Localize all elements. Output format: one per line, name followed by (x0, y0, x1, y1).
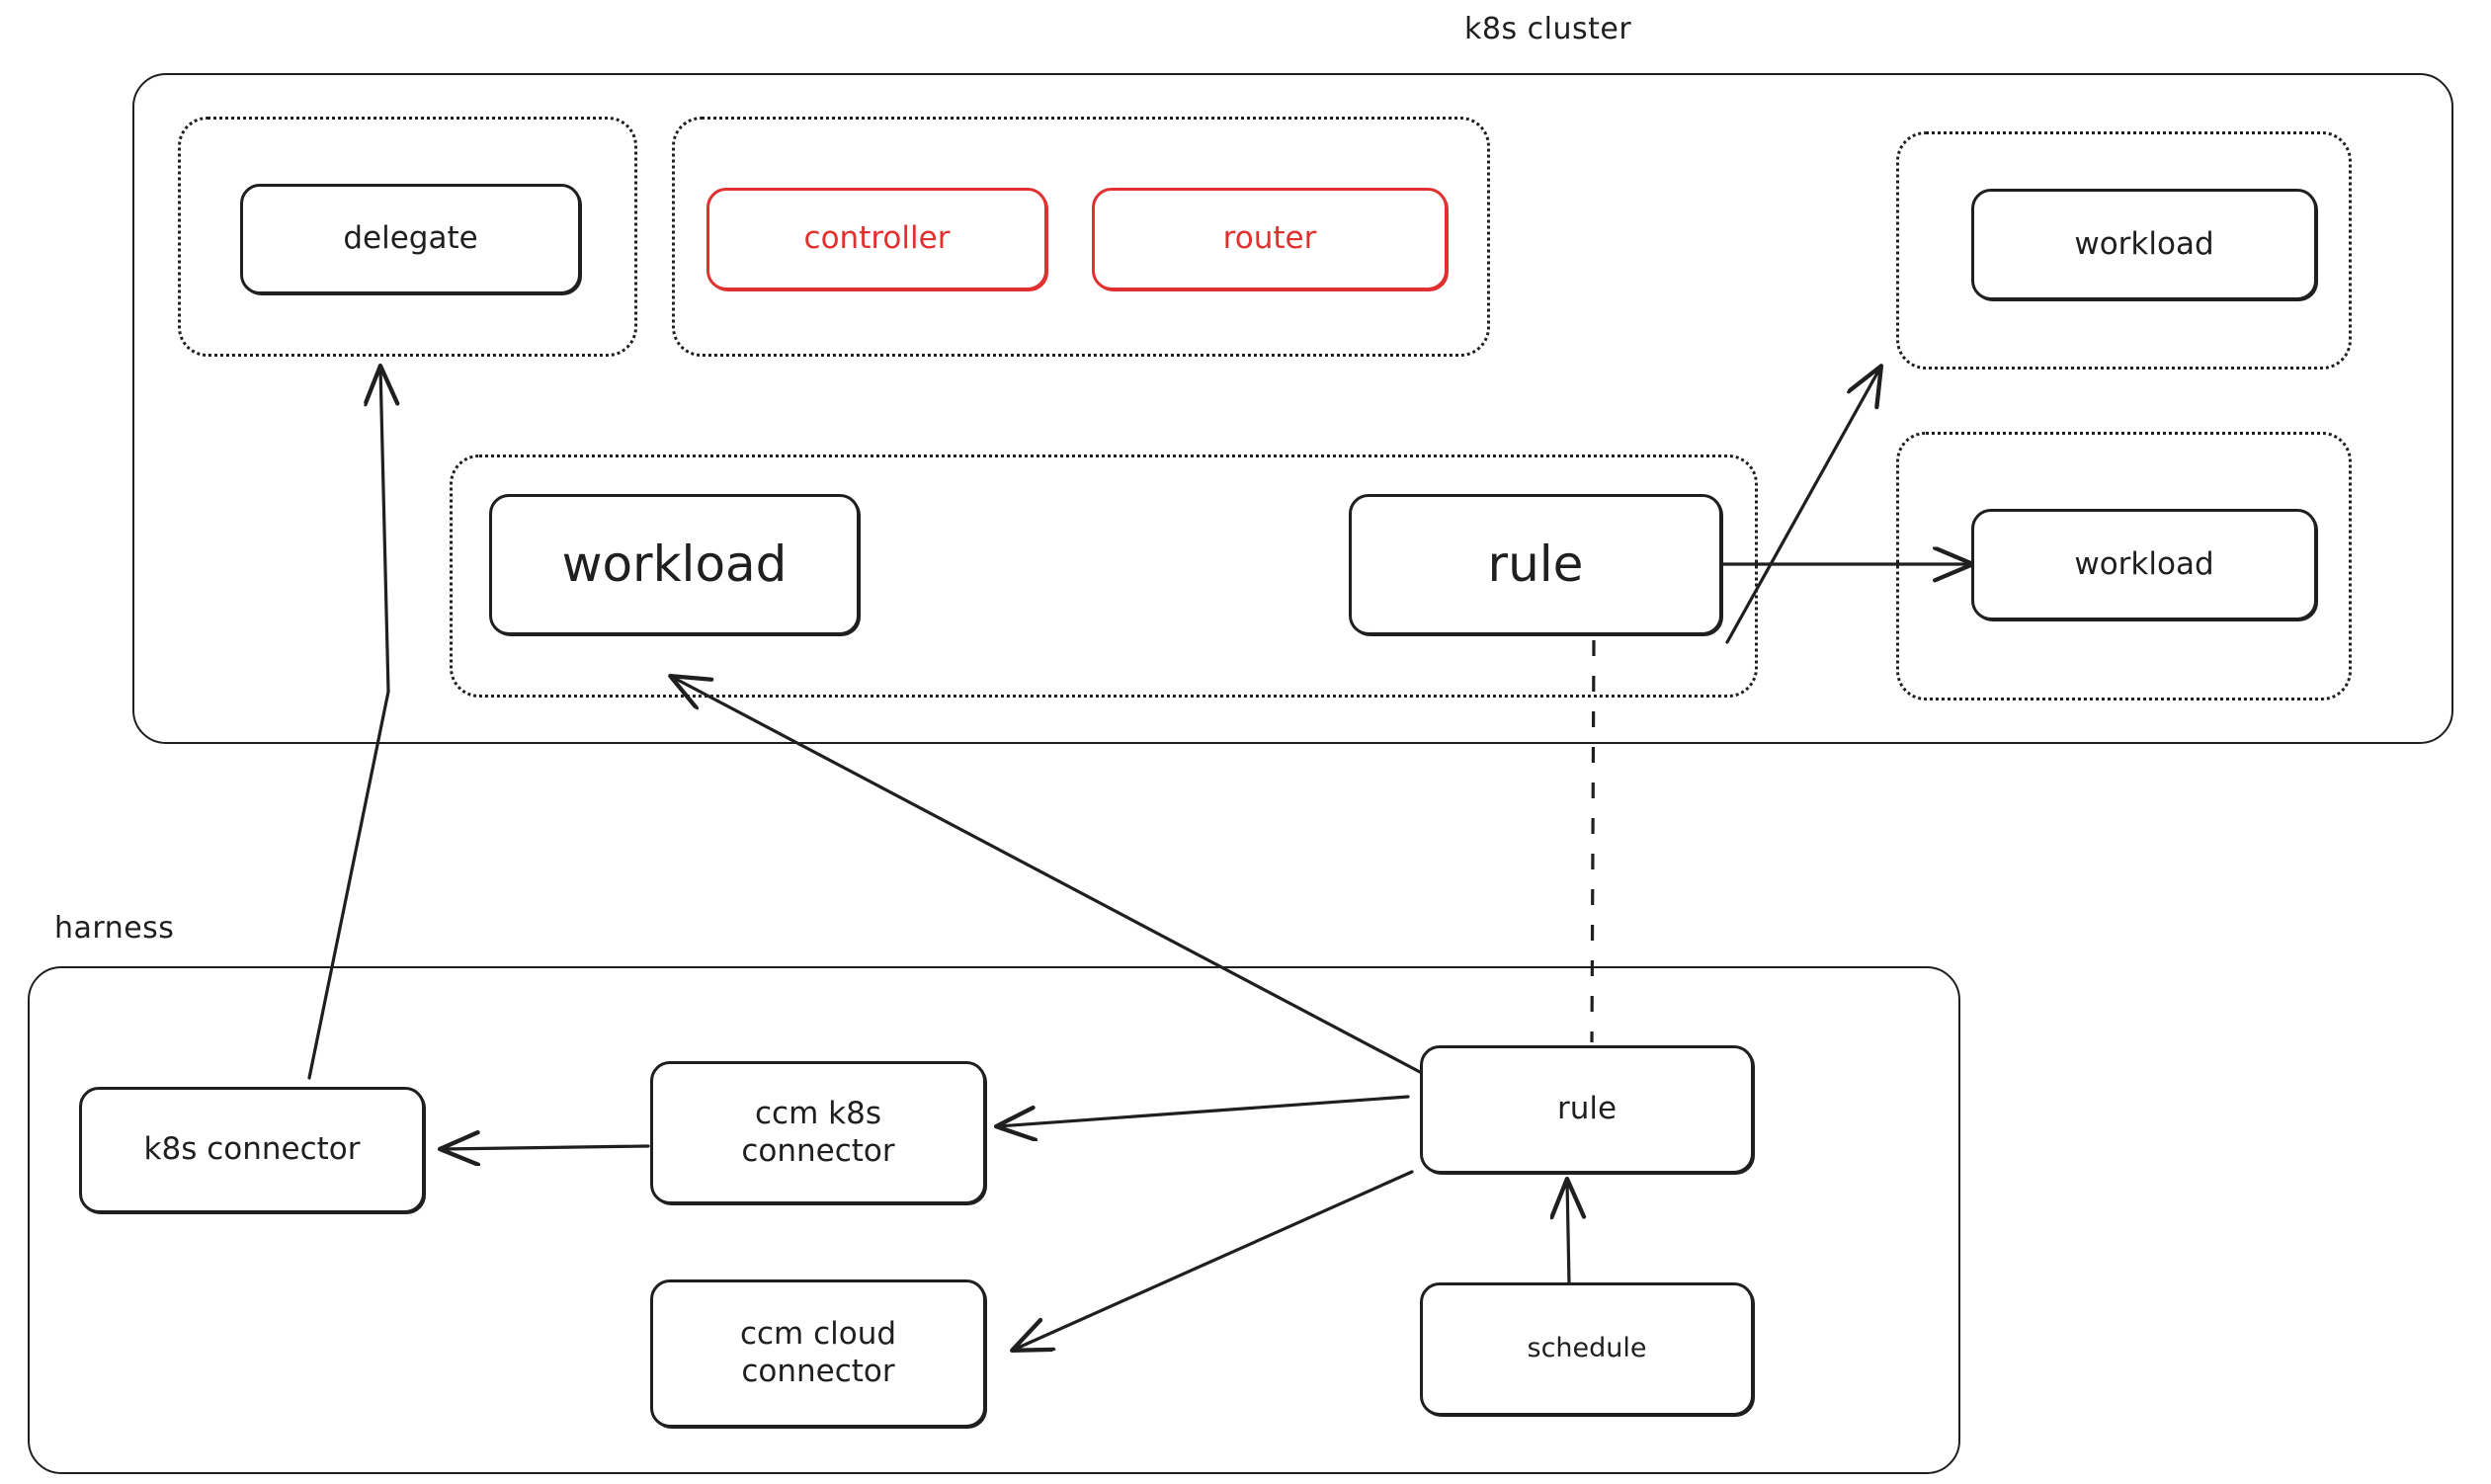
edge-k8sconnector-to-delegate (307, 368, 388, 1080)
namespace-controller (672, 117, 1490, 357)
node-ccm-cloud-connector[interactable]: ccm cloud connector (650, 1279, 986, 1428)
node-ccm-k8s-connector[interactable]: ccm k8s connector (650, 1061, 986, 1204)
harness-label: harness (54, 911, 175, 946)
node-k8s-connector[interactable]: k8s connector (79, 1087, 425, 1213)
node-controller[interactable]: controller (706, 188, 1047, 290)
namespace-workload-top (1896, 131, 2352, 370)
node-workload-top[interactable]: workload (1971, 189, 2317, 300)
edge-schedule-to-rule (1567, 1181, 1569, 1286)
namespace-app (450, 454, 1758, 698)
edge-rule-to-ccmcloud (1014, 1170, 1414, 1350)
edge-ccmk8s-to-k8sconnector (442, 1146, 650, 1149)
edge-rule-to-ccmk8s (998, 1095, 1410, 1126)
node-ccm-cloud-connector-label: ccm cloud connector (739, 1316, 897, 1389)
node-ccm-k8s-connector-label: ccm k8s connector (741, 1095, 895, 1169)
node-cluster-workload[interactable]: workload (489, 494, 860, 635)
node-router-label: router (1222, 220, 1317, 257)
node-k8s-connector-label: k8s connector (143, 1131, 361, 1168)
node-workload-bottom[interactable]: workload (1971, 509, 2317, 620)
node-cluster-workload-label: workload (561, 536, 788, 593)
node-harness-rule-label: rule (1556, 1091, 1618, 1127)
node-delegate-label: delegate (343, 220, 478, 257)
namespace-workload-bottom (1896, 432, 2352, 701)
node-controller-label: controller (803, 220, 951, 257)
node-schedule-label: schedule (1527, 1333, 1647, 1364)
edge-clusterrule-to-workload-top (1725, 368, 1880, 644)
harness-container (28, 966, 1960, 1474)
node-harness-rule[interactable]: rule (1420, 1045, 1754, 1174)
edge-cluster-rule-to-harness-rule-dashed (1590, 639, 1596, 1043)
k8s-cluster-label: k8s cluster (1464, 12, 1632, 46)
node-cluster-rule-label: rule (1487, 536, 1584, 593)
k8s-cluster-container (132, 73, 2453, 744)
node-workload-bottom-label: workload (2074, 545, 2214, 582)
node-router[interactable]: router (1092, 188, 1448, 290)
node-delegate[interactable]: delegate (240, 184, 581, 294)
node-schedule[interactable]: schedule (1420, 1282, 1754, 1416)
node-workload-top-label: workload (2074, 225, 2214, 262)
node-cluster-rule[interactable]: rule (1349, 494, 1722, 635)
namespace-delegate (178, 117, 637, 357)
